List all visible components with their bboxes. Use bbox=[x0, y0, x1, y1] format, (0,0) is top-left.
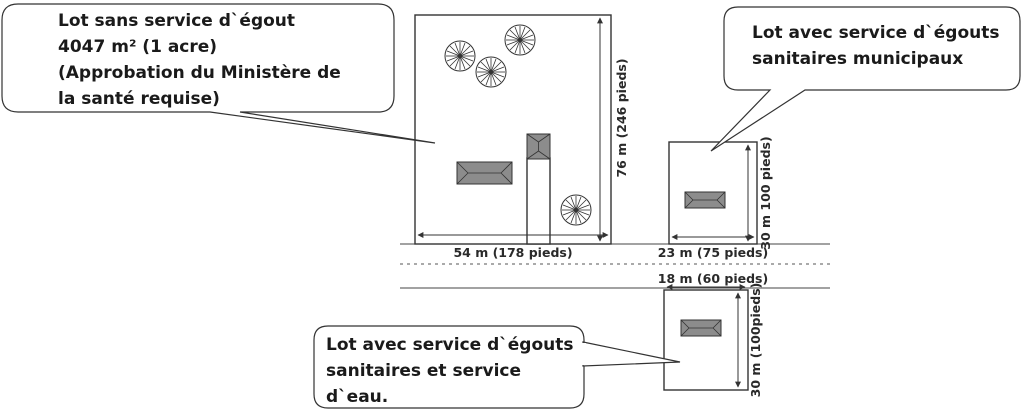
house-icon bbox=[680, 319, 722, 337]
dim-large-depth: 76 m (246 pieds) bbox=[614, 58, 629, 177]
callout-municipal-sewer-line-1: Lot avec service d`égouts bbox=[752, 23, 1000, 43]
callout-municipal-sewer: Lot avec service d`égouts sanitaires mun… bbox=[710, 6, 1021, 152]
callout-no-sewer-line-3: (Approbation du Ministère de bbox=[58, 63, 341, 83]
callout-sewer-and-water: Lot avec service d`égouts sanitaires et … bbox=[313, 325, 681, 409]
house-icon bbox=[526, 133, 551, 160]
tree-icon bbox=[475, 56, 507, 88]
dim-large-width: 54 m (178 pieds) bbox=[453, 245, 572, 260]
callout-municipal-sewer-line-2: sanitaires municipaux bbox=[752, 49, 963, 69]
house-icon bbox=[684, 191, 726, 209]
dim-medium-width: 23 m (75 pieds) bbox=[658, 245, 768, 260]
callout-sewer-and-water-line-1: Lot avec service d`égouts bbox=[326, 335, 574, 355]
tree-icon bbox=[504, 24, 536, 56]
lot-small-outline bbox=[663, 289, 749, 391]
lot-small: 18 m (60 pieds) 30 m (100pieds) bbox=[658, 271, 768, 397]
lot-large: 54 m (178 pieds) 76 m (246 pieds) bbox=[414, 14, 629, 260]
callout-sewer-and-water-line-3: d`eau. bbox=[326, 387, 388, 407]
callout-no-sewer-line-2: 4047 m² (1 acre) bbox=[58, 37, 217, 57]
driveway bbox=[526, 157, 551, 245]
callout-no-sewer-line-1: Lot sans service d`égout bbox=[58, 11, 295, 31]
callout-sewer-and-water-line-2: sanitaires et service bbox=[326, 361, 521, 381]
lot-medium: 23 m (75 pieds) 30 m 100 pieds) bbox=[658, 136, 773, 260]
tree-icon bbox=[560, 194, 592, 226]
tree-icon bbox=[444, 40, 476, 72]
house-icon bbox=[456, 161, 513, 185]
dim-small-width: 18 m (60 pieds) bbox=[658, 271, 768, 286]
callout-no-sewer: Lot sans service d`égout 4047 m² (1 acre… bbox=[1, 3, 436, 144]
dim-small-depth: 30 m (100pieds) bbox=[748, 283, 763, 398]
dim-medium-depth: 30 m 100 pieds) bbox=[758, 136, 773, 249]
callout-no-sewer-line-4: la santé requise) bbox=[58, 89, 220, 109]
